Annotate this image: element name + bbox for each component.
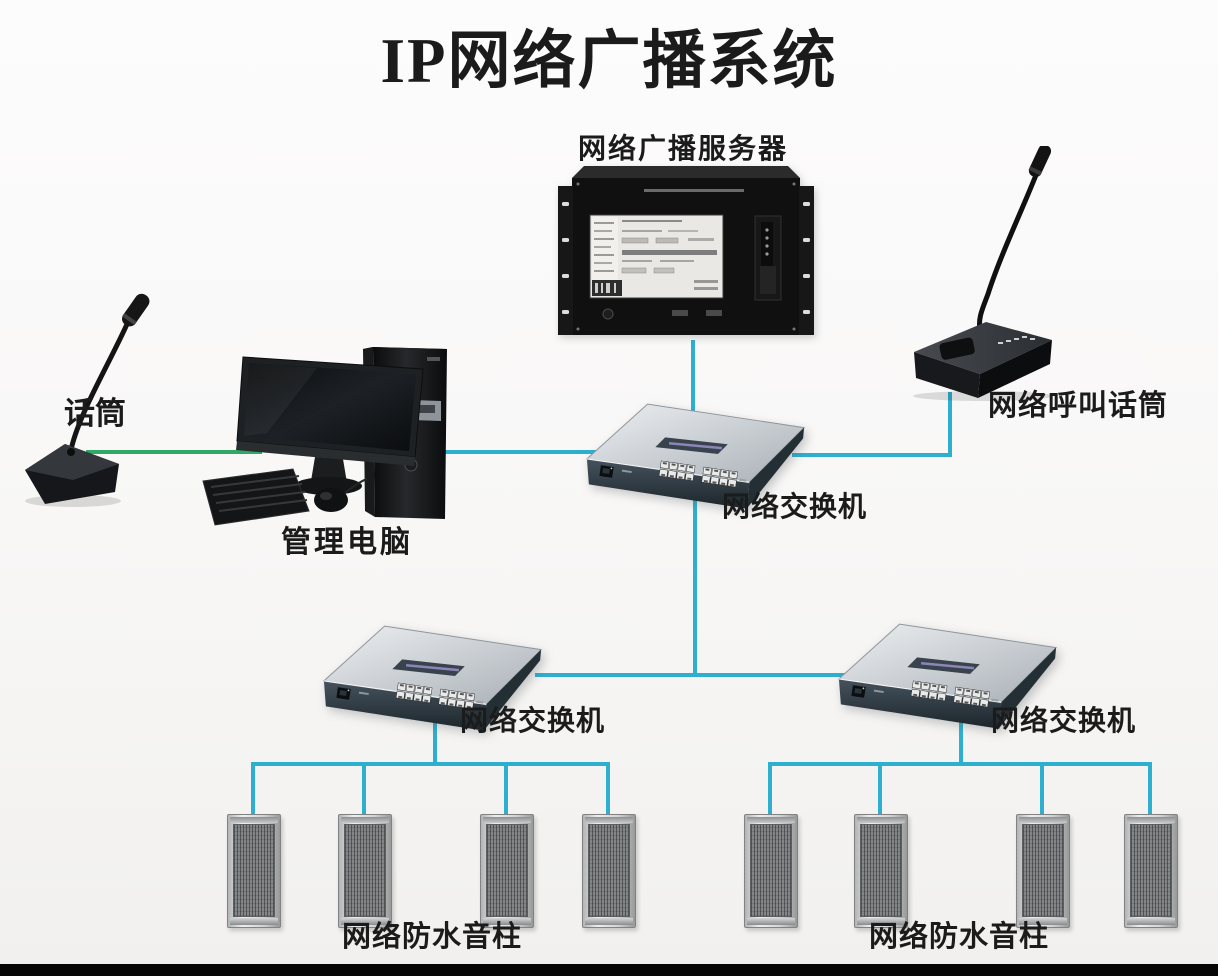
server-knob xyxy=(602,308,614,320)
link-left-speaker-drop-1 xyxy=(251,762,255,818)
label-network-call-microphone: 网络呼叫话筒 xyxy=(988,390,1169,422)
link-left-speaker-drop-4 xyxy=(606,762,610,818)
speaker-column-right-2 xyxy=(854,814,908,928)
link-right-switch-feed xyxy=(959,703,963,766)
page-title: IP网络广播系统 xyxy=(380,26,838,96)
link-computer-to-core-switch xyxy=(430,450,600,454)
call-mic-base xyxy=(914,322,1052,398)
link-left-switch-feed xyxy=(433,703,437,766)
link-left-speaker-drop-2 xyxy=(362,762,366,818)
label-core-switch: 网络交换机 xyxy=(722,492,868,523)
management-computer xyxy=(202,347,447,526)
server-drive-bay xyxy=(754,215,782,301)
computer-keyboard xyxy=(202,468,310,526)
call-mic-gooseneck xyxy=(977,167,1041,333)
link-call-mic-drop xyxy=(948,392,952,457)
server-display xyxy=(589,214,724,299)
link-core-switch-down xyxy=(693,500,697,677)
footer-bar xyxy=(0,964,1218,976)
link-left-speaker-bus xyxy=(251,762,610,766)
link-mid-bus xyxy=(535,673,847,677)
label-broadcast-server: 网络广播服务器 xyxy=(578,134,789,165)
link-left-speaker-drop-3 xyxy=(504,762,508,818)
server-rack-ear-right xyxy=(799,186,814,335)
computer-monitor xyxy=(236,356,424,495)
label-left-speakers: 网络防水音柱 xyxy=(342,921,523,953)
speaker-column-right-4 xyxy=(1124,814,1178,928)
network-call-microphone xyxy=(913,146,1053,401)
link-right-speaker-drop-3 xyxy=(1040,762,1044,818)
label-management-computer: 管理电脑 xyxy=(281,526,413,559)
label-right-speakers: 网络防水音柱 xyxy=(869,921,1050,953)
mic-capsule xyxy=(122,293,150,327)
link-core-switch-to-call-mic xyxy=(792,453,952,457)
speaker-column-left-4 xyxy=(582,814,636,928)
speaker-column-right-1 xyxy=(744,814,798,928)
computer-mouse xyxy=(314,478,368,512)
call-mic-capsule xyxy=(1028,146,1052,178)
label-microphone: 话筒 xyxy=(64,396,126,431)
link-right-speaker-bus xyxy=(768,762,1152,766)
speaker-column-left-3 xyxy=(480,814,534,928)
desktop-microphone xyxy=(25,293,150,507)
link-right-speaker-drop-4 xyxy=(1148,762,1152,818)
label-right-switch: 网络交换机 xyxy=(991,706,1137,737)
server-rack-ear-left xyxy=(558,186,573,335)
speaker-column-left-1 xyxy=(227,814,281,928)
link-mic-to-computer xyxy=(86,450,262,454)
label-left-switch: 网络交换机 xyxy=(460,706,606,737)
speaker-column-left-2 xyxy=(338,814,392,928)
speaker-column-right-3 xyxy=(1016,814,1070,928)
link-right-speaker-drop-1 xyxy=(768,762,772,818)
broadcast-server xyxy=(558,166,814,335)
link-right-speaker-drop-2 xyxy=(878,762,882,818)
link-server-to-core-switch xyxy=(691,340,695,434)
